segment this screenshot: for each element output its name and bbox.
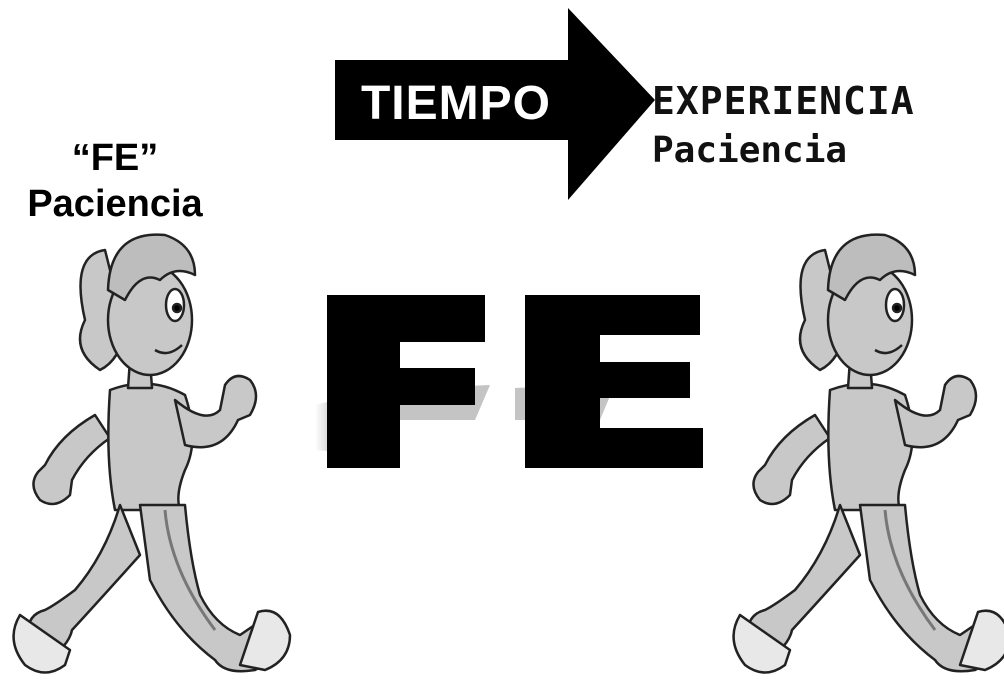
letter-f (327, 295, 485, 468)
right-caption: EXPERIENCIA Paciencia (652, 75, 1004, 175)
right-caption-line2: Paciencia (652, 130, 848, 171)
walking-woman-icon (732, 233, 1004, 674)
center-word-fe (315, 295, 703, 468)
letter-e (525, 295, 703, 468)
walking-woman-icon (12, 233, 292, 674)
left-caption-line2: Paciencia (27, 183, 203, 225)
right-caption-line1: EXPERIENCIA (652, 79, 915, 123)
walking-woman-right (732, 233, 1004, 674)
left-caption-line1: “FE” (71, 137, 159, 179)
time-arrow-icon (335, 8, 655, 200)
arrow-label: TIEMPO (360, 77, 551, 130)
left-caption: “FE” Paciencia (10, 135, 220, 227)
walking-woman-left (12, 233, 292, 674)
